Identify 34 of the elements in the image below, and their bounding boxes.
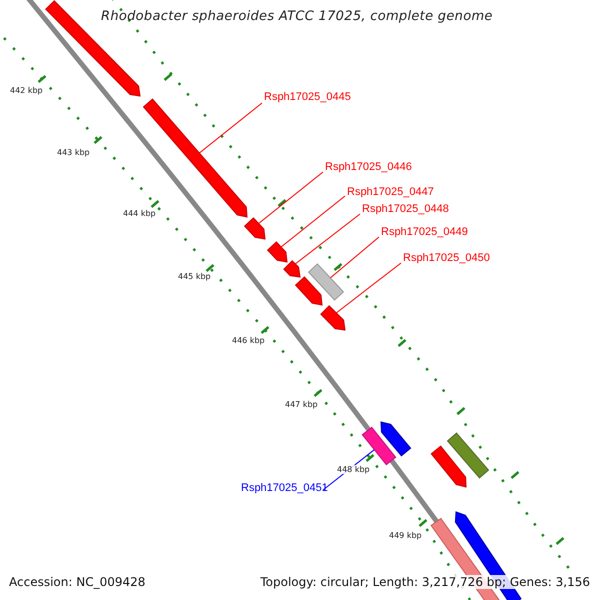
leader-line bbox=[258, 172, 324, 224]
leader-line bbox=[280, 196, 346, 248]
gene-label: Rsph17025_0447 bbox=[347, 186, 434, 198]
title: Rhodobacter sphaeroides ATCC 17025, complete genome bbox=[101, 9, 493, 24]
leader-line bbox=[198, 102, 262, 154]
leader-line bbox=[330, 236, 380, 278]
gene-segment bbox=[380, 421, 412, 456]
gene-label: Rsph17025_0446 bbox=[325, 161, 412, 173]
scale-label: 449 kbp bbox=[389, 531, 422, 540]
scale-label: 443 kbp bbox=[57, 148, 90, 157]
scale-label: 448 kbp bbox=[337, 465, 370, 474]
accession-text: Accession: NC_009428 bbox=[9, 575, 146, 589]
gene-segment bbox=[320, 305, 346, 331]
gene-label: Rsph17025_0451 bbox=[241, 482, 328, 494]
scale-label: 446 kbp bbox=[232, 336, 265, 345]
gene-label: Rsph17025_0448 bbox=[362, 203, 449, 215]
gene-segment bbox=[244, 217, 266, 240]
gene-segment bbox=[283, 260, 301, 278]
genome-summary-text: Topology: circular; Length: 3,217,726 bp; Genes: 3,156 bbox=[260, 575, 590, 589]
gene-segment bbox=[430, 446, 467, 488]
gene-segment bbox=[362, 426, 396, 466]
gene-segment bbox=[142, 98, 248, 218]
leader-line bbox=[294, 214, 360, 264]
gene-segment bbox=[446, 432, 490, 479]
scale-label: 447 kbp bbox=[285, 400, 318, 409]
gene-segment bbox=[294, 276, 323, 306]
gene-segment bbox=[266, 241, 288, 263]
gene-segment bbox=[308, 263, 344, 301]
gene-label: Rsph17025_0449 bbox=[381, 226, 468, 238]
scale-label: 444 kbp bbox=[123, 209, 156, 218]
scale-label: 445 kbp bbox=[178, 272, 211, 281]
leader-line bbox=[336, 262, 402, 314]
gene-label: Rsph17025_0445 bbox=[264, 91, 351, 103]
gene-label: Rsph17025_0450 bbox=[403, 252, 490, 264]
